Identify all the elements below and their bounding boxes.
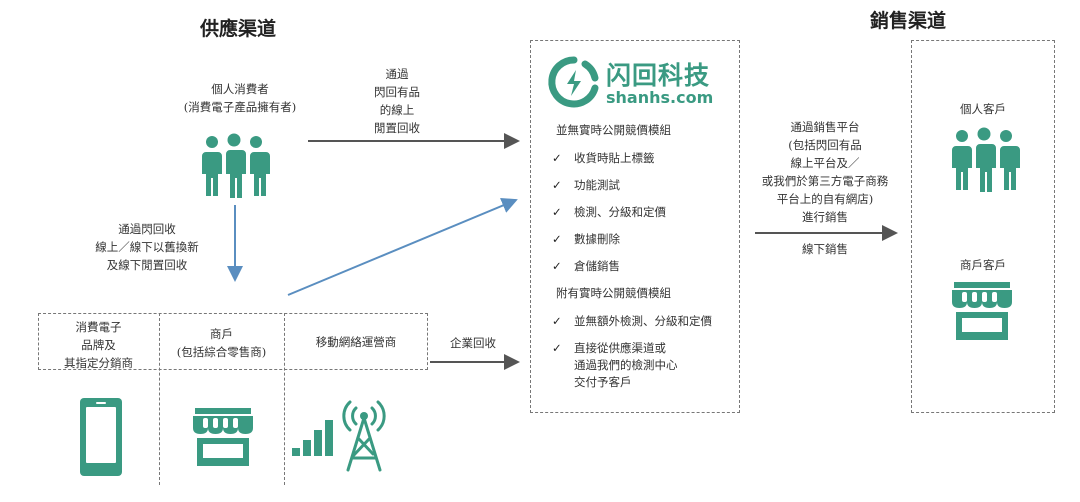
check-icon: ✓ (552, 259, 562, 273)
online-recycle-arrow-label: 通過 閃回有品 的線上 閒置回收 (374, 67, 420, 135)
group2-title: 附有實時公開競價模組 (556, 286, 671, 300)
group1-title: 並無實時公開競價模組 (556, 123, 671, 137)
storefront-icon (193, 408, 253, 466)
individual-customer-label: 個人客戶 (960, 102, 1006, 116)
check-icon: ✓ (552, 178, 562, 192)
offline-sales-label: 線下銷售 (802, 242, 848, 256)
supplier-divider-2 (284, 313, 285, 485)
enterprise-recycle-label: 企業回收 (450, 336, 496, 350)
sales-platform-arrow-label: 通過銷售平台 (包括閃回有品 線上平台及／ 或我們於第三方電子商務 平台上的自有… (761, 120, 889, 224)
supplier-box (38, 313, 428, 370)
list-item: ✓數據刪除 (552, 232, 620, 246)
shanhs-logo-icon (548, 56, 599, 108)
check-icon: ✓ (552, 205, 562, 219)
storefront-icon (952, 282, 1012, 340)
list-item: ✓收貨時貼上標籤 (552, 151, 655, 165)
supplier-mobile-operator-label: 移動網絡運營商 (315, 335, 397, 349)
supplier-divider-1 (159, 313, 160, 485)
logo-domain-text: shanhs.com (606, 88, 714, 107)
individual-consumer-label: 個人消費者 (消費電子產品擁有者) (183, 82, 297, 114)
list-item: ✓檢測、分級和定價 (552, 205, 666, 219)
logo-chinese-text: 闪回科技 (606, 61, 711, 90)
customers-box (911, 40, 1055, 413)
check-icon: ✓ (552, 151, 562, 165)
list-item: ✓並無額外檢測、分級和定價 (552, 314, 712, 328)
trade-in-arrow-label: 通過閃回收 線上／線下以舊換新 及線下閒置回收 (95, 222, 199, 272)
supplier-merchant-label: 商戶 (包括綜合零售商) (176, 327, 267, 359)
list-item: ✓ 直接從供應渠道或 通過我們的檢測中心 交付予客戶 (552, 341, 678, 389)
supplier-brand-label: 消費電子 品牌及 其指定分銷商 (64, 320, 133, 370)
people-group-icon (948, 127, 1020, 192)
merchant-customer-label: 商戶客戶 (960, 258, 1006, 272)
smartphone-icon (80, 398, 122, 476)
check-icon: ✓ (552, 341, 562, 355)
check-icon: ✓ (552, 232, 562, 246)
list-item: ✓倉儲銷售 (552, 259, 620, 273)
supply-channel-title: 供應渠道 (200, 18, 277, 40)
sales-channel-title: 銷售渠道 (870, 10, 947, 32)
check-icon: ✓ (552, 314, 562, 328)
signal-tower-icon (292, 400, 386, 472)
arrow-suppliers-to-platform (287, 198, 518, 296)
people-group-icon (198, 133, 270, 198)
platform-box (530, 40, 740, 413)
list-item: ✓功能測試 (552, 178, 620, 192)
